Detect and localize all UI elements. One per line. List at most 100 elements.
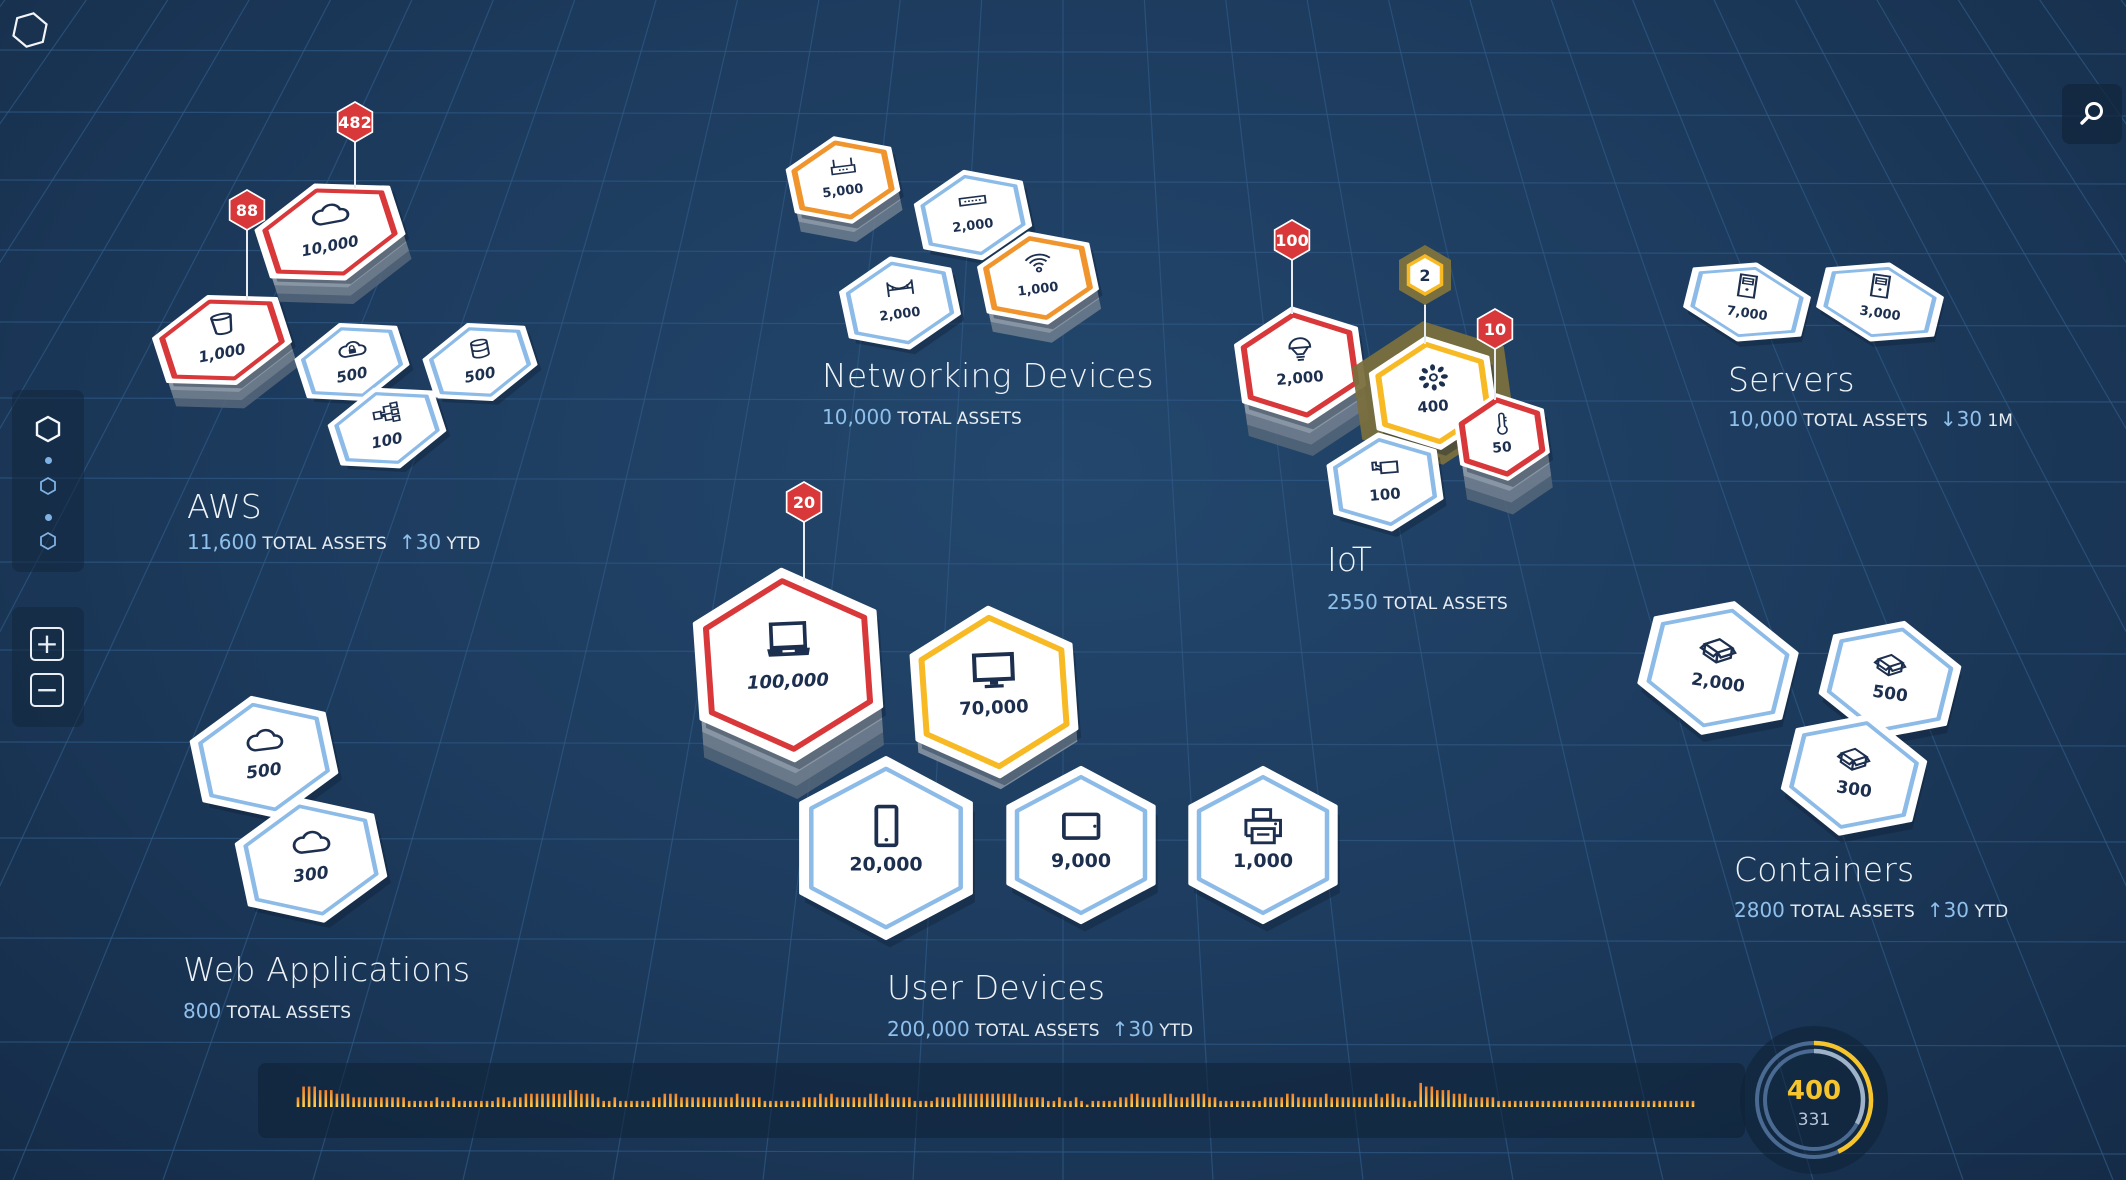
alert-badge[interactable]: 100 (1272, 218, 1312, 262)
hex-tile-shape (913, 169, 1036, 265)
search-button[interactable] (2062, 84, 2122, 144)
timeline-bar (1330, 1097, 1333, 1107)
asset-tile[interactable]: 100,000 (663, 540, 913, 799)
zoom-out-button[interactable]: − (30, 673, 64, 707)
asset-tile[interactable]: 70,000 (884, 582, 1105, 803)
timeline-bar (1586, 1100, 1589, 1107)
hexagon-level-icon (35, 415, 61, 443)
nav-level-1[interactable] (33, 414, 63, 448)
phone-icon (862, 801, 911, 850)
asset-tile[interactable]: 1,000 (961, 201, 1115, 355)
timeline-bar (541, 1093, 544, 1107)
asset-tile[interactable]: 7,000 (1665, 220, 1828, 383)
tile-face (692, 567, 884, 763)
timeline-bar (1686, 1100, 1689, 1107)
group-title[interactable]: Containers (1734, 850, 1915, 889)
timeline-bar (524, 1093, 528, 1107)
app-logo[interactable] (10, 10, 50, 50)
alert-badge[interactable]: 10 (1475, 307, 1515, 351)
asset-tile[interactable]: 50 (1442, 377, 1562, 515)
asset-tile[interactable]: 2,000 (899, 141, 1048, 290)
asset-tile[interactable]: 1,000 (1162, 744, 1364, 946)
asset-tile[interactable]: 9,000 (980, 744, 1182, 946)
total-assets-count: 10,000 (822, 405, 892, 429)
status-ring (243, 804, 379, 916)
total-assets-count: 11,600 (187, 530, 257, 554)
asset-tile[interactable]: 100 (313, 354, 462, 503)
status-ring (920, 174, 1026, 256)
asset-tile[interactable]: 500 (408, 290, 552, 434)
timeline-bar (1308, 1097, 1311, 1107)
status-ring (300, 327, 404, 397)
asset-tile[interactable]: 20,000 (768, 730, 1003, 965)
group-title[interactable]: Web Applications (183, 950, 471, 989)
timeline-bar (869, 1093, 872, 1107)
asset-tile[interactable]: 300 (1763, 684, 1945, 866)
group-title[interactable]: Networking Devices (822, 356, 1154, 395)
activity-timeline[interactable] (258, 1063, 1745, 1138)
asset-tile[interactable]: 500 (170, 663, 357, 850)
alert-badge[interactable]: 20 (784, 480, 824, 524)
timeline-bar (480, 1100, 483, 1107)
timeline-bar (1591, 1100, 1595, 1107)
timeline-bar (674, 1093, 678, 1107)
alert-badge[interactable]: 2 (1399, 245, 1451, 305)
timeline-bar (1324, 1093, 1328, 1107)
grid-line (1957, 0, 2126, 264)
grid-line (2039, 0, 2126, 125)
timeline-bar (919, 1100, 922, 1107)
asset-tile[interactable]: 500 (280, 290, 424, 434)
timeline-bar (369, 1097, 372, 1107)
timeline-bar (1597, 1100, 1600, 1107)
timeline-bar (1486, 1097, 1489, 1107)
timeline-bar (1580, 1100, 1584, 1107)
status-ring (702, 578, 874, 752)
timeline-bar (1508, 1100, 1511, 1107)
timeline-bar (1519, 1100, 1522, 1107)
nav-level-2[interactable] (39, 476, 57, 500)
gauge-rings (1755, 1040, 1874, 1159)
asset-tile[interactable]: 2,000 (1216, 281, 1384, 456)
alerts-gauge[interactable]: 400 331 (1750, 1036, 1878, 1164)
asset-tile[interactable]: 5,000 (771, 108, 915, 252)
gauge-inner-arc (1813, 1048, 1866, 1125)
timeline-bar (335, 1093, 339, 1107)
group-stats: 800 TOTAL ASSETS (183, 999, 351, 1023)
timeline-bar (746, 1097, 750, 1107)
asset-tile[interactable]: 10,000 (234, 136, 426, 328)
asset-tile[interactable]: 2,000 (1617, 567, 1819, 769)
trend-up-icon: ↑ (398, 530, 416, 554)
timeline-bar (1658, 1100, 1661, 1107)
nav-level-3[interactable] (39, 531, 57, 555)
timeline-bar (413, 1100, 416, 1107)
timeline-bar (785, 1100, 789, 1107)
status-ring (1458, 397, 1546, 477)
timeline-bar (1386, 1093, 1389, 1107)
hex-tile-shape (152, 295, 299, 409)
timeline-bar (496, 1097, 500, 1107)
status-ring (1332, 438, 1438, 526)
alert-badge[interactable]: 88 (227, 188, 267, 232)
group-title[interactable]: Servers (1728, 360, 1855, 399)
asset-tile[interactable]: 100 (1311, 408, 1460, 557)
asset-tile[interactable]: 1,000 (133, 251, 311, 429)
timeline-bar (446, 1100, 450, 1107)
timeline-bar (985, 1093, 989, 1107)
group-title[interactable]: AWS (187, 487, 262, 526)
group-stats: 10,000 TOTAL ASSETS (822, 405, 1022, 429)
group-title[interactable]: User Devices (887, 968, 1106, 1007)
group-title[interactable]: IoT (1327, 540, 1373, 579)
timeline-bar (624, 1100, 628, 1107)
database-icon (465, 334, 495, 364)
status-ring (791, 140, 895, 220)
alert-badge[interactable]: 482 (335, 100, 375, 144)
zoom-in-button[interactable]: + (30, 627, 64, 661)
asset-tile[interactable]: 300 (215, 764, 407, 956)
hex-tile-shape (692, 567, 886, 799)
asset-tile[interactable]: 3,000 (1798, 220, 1961, 383)
grid-line (0, 0, 6, 8)
total-assets-label: TOTAL ASSETS (262, 534, 387, 554)
timeline-bar (935, 1097, 939, 1107)
asset-tile[interactable]: 2,000 (823, 226, 977, 380)
alert-stem (803, 522, 805, 581)
